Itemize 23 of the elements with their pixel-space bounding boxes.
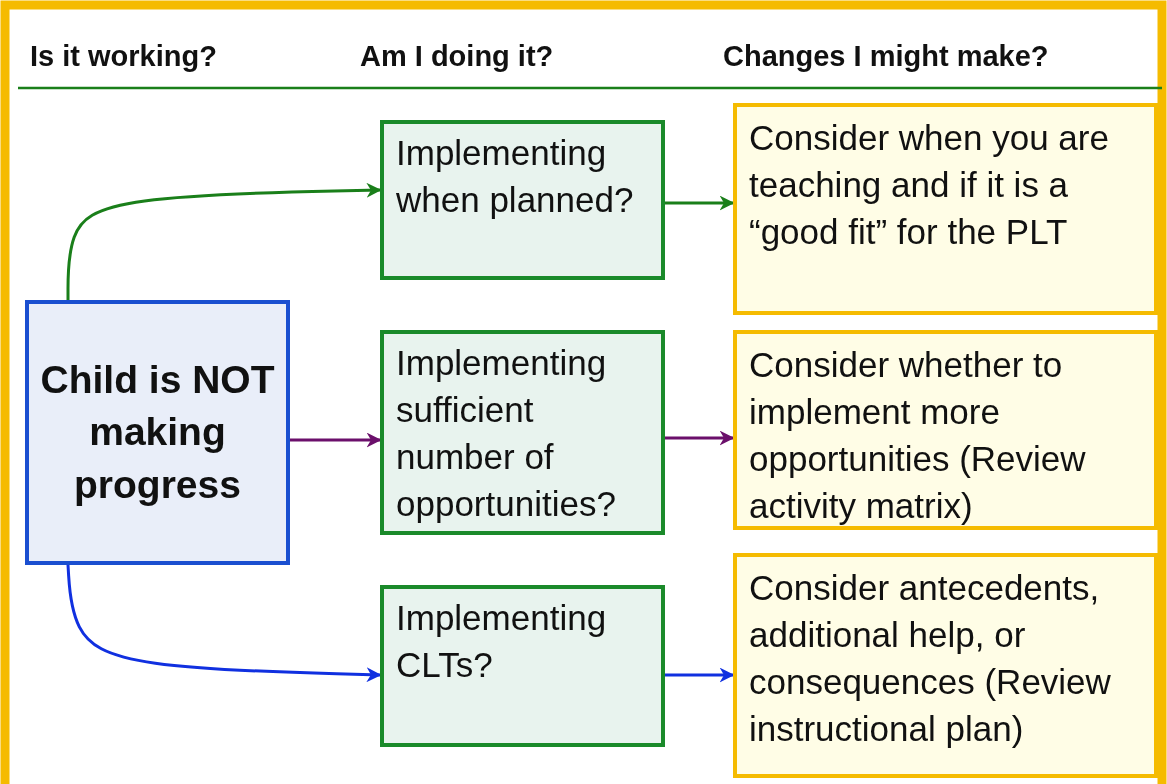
column-heading: Is it working? xyxy=(30,40,217,73)
arrow xyxy=(66,564,382,683)
question-box xyxy=(380,585,665,747)
arrow xyxy=(665,430,735,446)
arrow xyxy=(665,667,735,683)
action-box xyxy=(733,553,1158,778)
arrow xyxy=(665,195,735,211)
problem-box xyxy=(25,300,290,565)
arrow xyxy=(290,432,382,448)
column-heading: Changes I might make? xyxy=(723,40,1049,73)
action-box xyxy=(733,103,1158,315)
arrow xyxy=(66,182,382,300)
node-text: Consider whether to implement more opportunities (Review activity matrix) xyxy=(749,344,1087,527)
node-text: Child is NOT making progress xyxy=(39,357,276,508)
action-box xyxy=(733,330,1158,530)
question-box xyxy=(380,120,665,280)
node-text: Implementing CLTs? xyxy=(396,597,608,686)
node-text: Implementing when planned? xyxy=(396,132,635,221)
node-text: Implementing sufficient number of opportunities? xyxy=(396,342,617,525)
node-text: Consider when you are teaching and if it is a “good fit” for the PLT xyxy=(749,117,1110,253)
node-text: Consider antecedents, additional help, or consequences (Review instructional plan) xyxy=(749,567,1112,750)
question-box xyxy=(380,330,665,535)
column-heading: Am I doing it? xyxy=(360,40,554,73)
